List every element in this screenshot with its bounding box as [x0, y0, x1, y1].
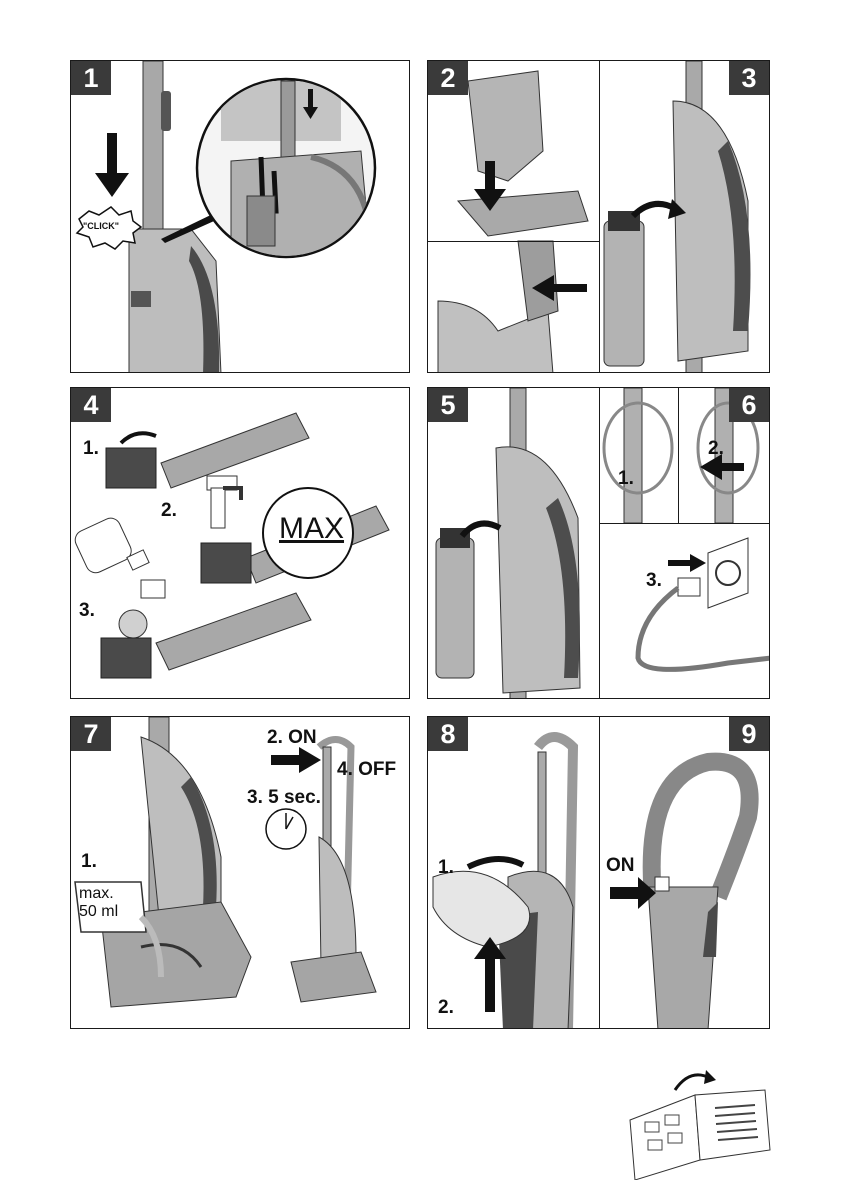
cup-line-2: 50 ml [79, 903, 118, 921]
curved-arrow-icon [121, 433, 156, 443]
step-number: 7 [71, 717, 111, 751]
substep-1-label: 1. [618, 468, 634, 490]
step-number: 9 [729, 717, 769, 751]
step-8-9-panel: 8 9 1. 2. ON [427, 716, 770, 1029]
curved-arrow-icon [468, 859, 523, 867]
step-number: 8 [428, 717, 468, 751]
socket-icon [708, 538, 748, 608]
substep-1-label: 1. [81, 851, 97, 873]
step-number: 4 [71, 388, 111, 422]
step-2-3-panel: 2 3 [427, 60, 770, 373]
step-3-divider [599, 61, 600, 373]
step-7-panel: 7 1. max. 50 ml 2. ON 4. OFF 3. 5 [70, 716, 410, 1029]
step-6-divider-bottom [599, 523, 770, 524]
clock-icon [266, 809, 306, 849]
click-label: "CLICK" [83, 221, 119, 231]
tank-illustration [71, 388, 410, 699]
substep-2-label: 2. [708, 438, 724, 460]
substep-2-label: 2. [438, 997, 454, 1019]
step-9-divider [599, 717, 600, 1029]
step-5-6-panel: 5 6 1. 2. 3. [427, 387, 770, 699]
step-2-divider-bottom [428, 241, 600, 242]
curved-arrow-icon [462, 524, 500, 537]
step-4-panel: 4 1. 2. 3. MAX [70, 387, 410, 699]
step-number: 2 [428, 61, 468, 95]
on-label: ON [606, 855, 635, 877]
substep-3-label: 3. 5 sec. [247, 787, 321, 809]
substep-2-label: 2. [161, 500, 177, 522]
substep-3-label: 3. [79, 600, 95, 622]
device-illustration [71, 61, 410, 373]
step-1-panel: 1 "CLICK" [70, 60, 410, 373]
tap-icon [207, 476, 241, 528]
step-number: 3 [729, 61, 769, 95]
substep-2-label: 2. ON [267, 727, 317, 749]
substep-1-label: 1. [83, 438, 99, 460]
step-number: 5 [428, 388, 468, 422]
substep-4-label: 4. OFF [337, 759, 396, 781]
step-number: 6 [729, 388, 769, 422]
max-label: MAX [279, 512, 344, 546]
bottle-icon [72, 515, 149, 576]
step-6-divider [599, 388, 600, 699]
booklet-icon [620, 1060, 780, 1180]
substep-3-label: 3. [646, 570, 662, 592]
arrow-right-icon [271, 747, 321, 773]
step-number: 1 [71, 61, 111, 95]
cup-line-1: max. [79, 885, 114, 903]
substep-1-label: 1. [438, 857, 454, 879]
step-6-divider-inner [678, 388, 679, 523]
arrow-down-icon [95, 133, 129, 197]
arrow-right-icon [668, 554, 706, 572]
